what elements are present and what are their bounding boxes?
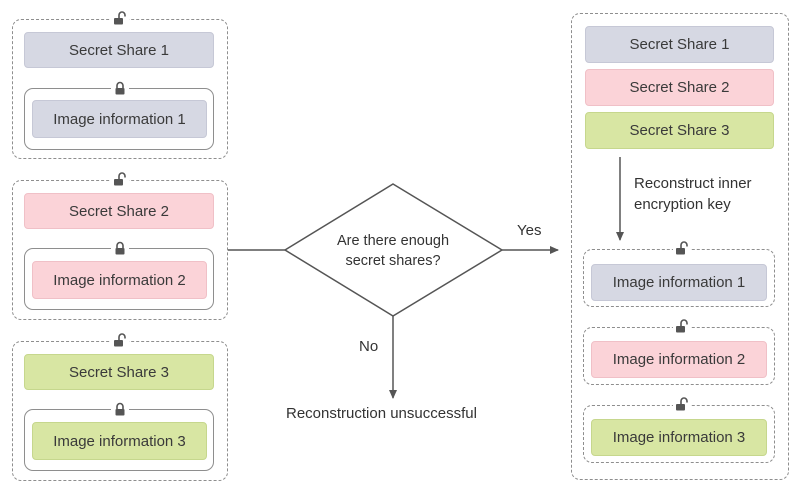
right-secret-share-3: Secret Share 3 bbox=[585, 112, 774, 149]
unlocked-padlock-icon bbox=[111, 170, 129, 188]
unlocked-padlock-icon bbox=[673, 317, 691, 335]
unlocked-padlock-icon bbox=[111, 9, 129, 27]
right-secret-share-2: Secret Share 2 bbox=[585, 69, 774, 106]
image-information-2-box: Image information 2 bbox=[32, 261, 207, 299]
reconstruct-line-2: encryption key bbox=[634, 196, 731, 213]
secret-share-2-box: Secret Share 2 bbox=[24, 193, 214, 229]
image-information-1-box: Image information 1 bbox=[32, 100, 207, 138]
secret-share-1-box: Secret Share 1 bbox=[24, 32, 214, 68]
image-information-3-box: Image information 3 bbox=[32, 422, 207, 460]
failure-text: Reconstruction unsuccessful bbox=[286, 405, 477, 422]
locked-padlock-icon bbox=[111, 400, 129, 418]
yes-label: Yes bbox=[517, 222, 542, 239]
unlocked-padlock-icon bbox=[673, 239, 691, 257]
decision-line-1: Are there enough bbox=[336, 233, 450, 249]
locked-padlock-icon bbox=[111, 239, 129, 257]
reconstruct-step-text: Reconstruct inner encryption key bbox=[634, 173, 752, 215]
right-outer-group bbox=[571, 13, 789, 480]
reconstruct-line-1: Reconstruct inner bbox=[634, 175, 752, 192]
right-secret-share-1: Secret Share 1 bbox=[585, 26, 774, 63]
unlocked-padlock-icon bbox=[111, 331, 129, 349]
secret-share-3-box: Secret Share 3 bbox=[24, 354, 214, 390]
no-label: No bbox=[359, 338, 379, 355]
right-image-information-1: Image information 1 bbox=[591, 264, 767, 301]
unlocked-padlock-icon bbox=[673, 395, 691, 413]
decision-line-2: secret shares? bbox=[345, 253, 441, 269]
locked-padlock-icon bbox=[111, 79, 129, 97]
decision-text: Are there enough secret shares? bbox=[300, 231, 486, 271]
right-image-information-3: Image information 3 bbox=[591, 419, 767, 456]
right-image-information-2: Image information 2 bbox=[591, 341, 767, 378]
